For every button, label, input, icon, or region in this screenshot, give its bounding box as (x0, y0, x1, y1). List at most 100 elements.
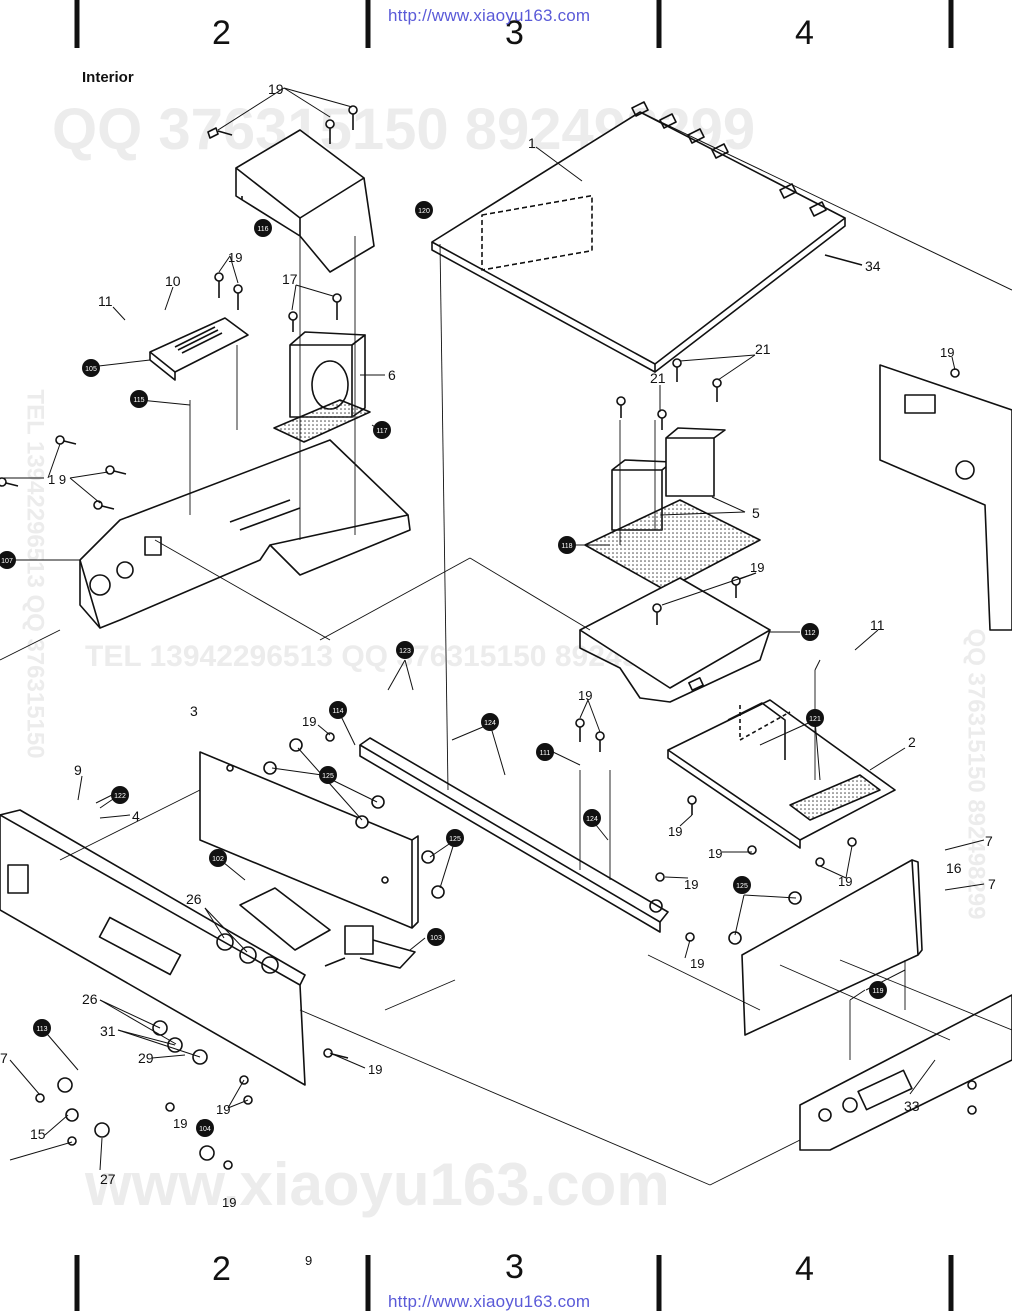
callout-9: 9 (74, 762, 82, 778)
svg-text:19: 19 (222, 1195, 236, 1210)
badge-114: 114 (329, 701, 347, 719)
zone-dividers (74, 0, 954, 1311)
main-pcb (431, 101, 1012, 373)
power-transformer (273, 331, 371, 443)
sub-transformers (584, 427, 761, 591)
header-zone-3: 3 (505, 14, 524, 52)
callout-33: 33 (904, 1098, 920, 1114)
callout-1: 1 (528, 135, 536, 151)
left-chassis (79, 439, 411, 629)
svg-text:125: 125 (449, 836, 461, 843)
badge-102: 102 (209, 849, 227, 867)
svg-text:117: 117 (376, 428, 387, 435)
callout-19: 19 (268, 81, 284, 97)
badge-123: 123 (396, 641, 414, 659)
badge-119: 119 (869, 981, 887, 999)
watermark-tel-middle: TEL 13942296513 QQ 376315150 892498299 (85, 640, 705, 673)
svg-text:113: 113 (36, 1026, 47, 1033)
svg-text:1 9: 1 9 (48, 472, 66, 487)
right-pcb (741, 859, 923, 1036)
callout-3: 3 (190, 703, 198, 719)
header-zone-2: 2 (212, 14, 231, 52)
badge-115: 115 (130, 390, 148, 408)
svg-text:122: 122 (114, 793, 126, 800)
badge-107: 107 (0, 551, 16, 569)
callout-7-a: 7 (985, 833, 993, 849)
badge-118: 118 (558, 536, 576, 554)
watermark-site-bottom: www.xiaoyu163.com (85, 1151, 670, 1218)
footer-zone-2: 2 (212, 1250, 231, 1288)
svg-text:19: 19 (690, 956, 704, 971)
svg-text:19: 19 (173, 1116, 187, 1131)
svg-text:105: 105 (85, 366, 97, 373)
svg-text:19: 19 (708, 846, 722, 861)
callout-26-b: 26 (82, 991, 98, 1007)
badge-116: 116 (254, 219, 272, 237)
callout-5: 5 (752, 505, 760, 521)
svg-text:19: 19 (368, 1062, 382, 1077)
callout-7-c: 7 (0, 1050, 8, 1066)
badge-120: 120 (415, 201, 433, 219)
svg-text:124: 124 (586, 816, 598, 823)
svg-text:115: 115 (133, 397, 144, 404)
badge-122: 122 (111, 786, 129, 804)
header-zone-4: 4 (795, 14, 814, 52)
svg-text:114: 114 (332, 708, 343, 715)
callout-7-b: 7 (988, 876, 996, 892)
footer-zone-3: 3 (505, 1248, 524, 1286)
svg-text:19: 19 (228, 250, 242, 265)
badge-121: 121 (806, 709, 824, 727)
badge-125-b: 125 (446, 829, 464, 847)
badge-103: 103 (427, 928, 445, 946)
svg-text:123: 123 (399, 648, 411, 655)
svg-text:121: 121 (809, 716, 821, 723)
footer-zone-4: 4 (795, 1250, 814, 1288)
rear-pcb (667, 699, 896, 849)
svg-text:19: 19 (578, 688, 592, 703)
badge-105: 105 (82, 359, 100, 377)
callout-11-a: 11 (98, 293, 113, 309)
callout-17: 17 (282, 271, 298, 287)
pot-block (216, 887, 331, 974)
svg-text:118: 118 (561, 543, 572, 550)
callout-21-b: 21 (650, 370, 666, 386)
svg-text:19: 19 (668, 824, 682, 839)
callout-16: 16 (946, 860, 962, 876)
bracket-plate (579, 577, 771, 703)
badge-125-a: 125 (319, 766, 337, 784)
badge-124-a: 124 (481, 713, 499, 731)
callout-6: 6 (388, 367, 396, 383)
badges: 102 103 104 105 107 111 112 113 114 115 … (0, 201, 887, 1137)
badge-125-c: 125 (733, 876, 751, 894)
switch-block (324, 925, 416, 969)
shield-cover (235, 129, 375, 273)
svg-text:103: 103 (430, 935, 442, 942)
callout-4: 4 (132, 808, 140, 824)
footer-url[interactable]: http://www.xiaoyu163.com (388, 1292, 591, 1311)
svg-text:124: 124 (484, 720, 496, 727)
svg-text:111: 111 (540, 750, 551, 757)
badge-124-b: 124 (583, 809, 601, 827)
page-mark: 9 (305, 1253, 313, 1268)
svg-text:104: 104 (199, 1126, 211, 1133)
svg-text:107: 107 (1, 558, 13, 565)
badge-112: 112 (801, 623, 819, 641)
svg-text:19: 19 (302, 714, 316, 729)
badge-113: 113 (33, 1019, 51, 1037)
section-title: Interior (82, 69, 134, 86)
callout-31: 31 (100, 1023, 116, 1039)
assembly-guides (0, 235, 1012, 1186)
svg-text:120: 120 (418, 208, 430, 215)
svg-text:119: 119 (872, 988, 883, 995)
svg-text:19: 19 (940, 345, 954, 360)
svg-text:125: 125 (736, 883, 748, 890)
header-url[interactable]: http://www.xiaoyu163.com (388, 6, 591, 25)
callout-11-b: 11 (870, 617, 885, 633)
svg-text:19: 19 (216, 1102, 230, 1117)
svg-text:19: 19 (684, 877, 698, 892)
callout-26-a: 26 (186, 891, 202, 907)
callout-15: 15 (30, 1126, 46, 1142)
callout-21-a: 21 (755, 341, 771, 357)
